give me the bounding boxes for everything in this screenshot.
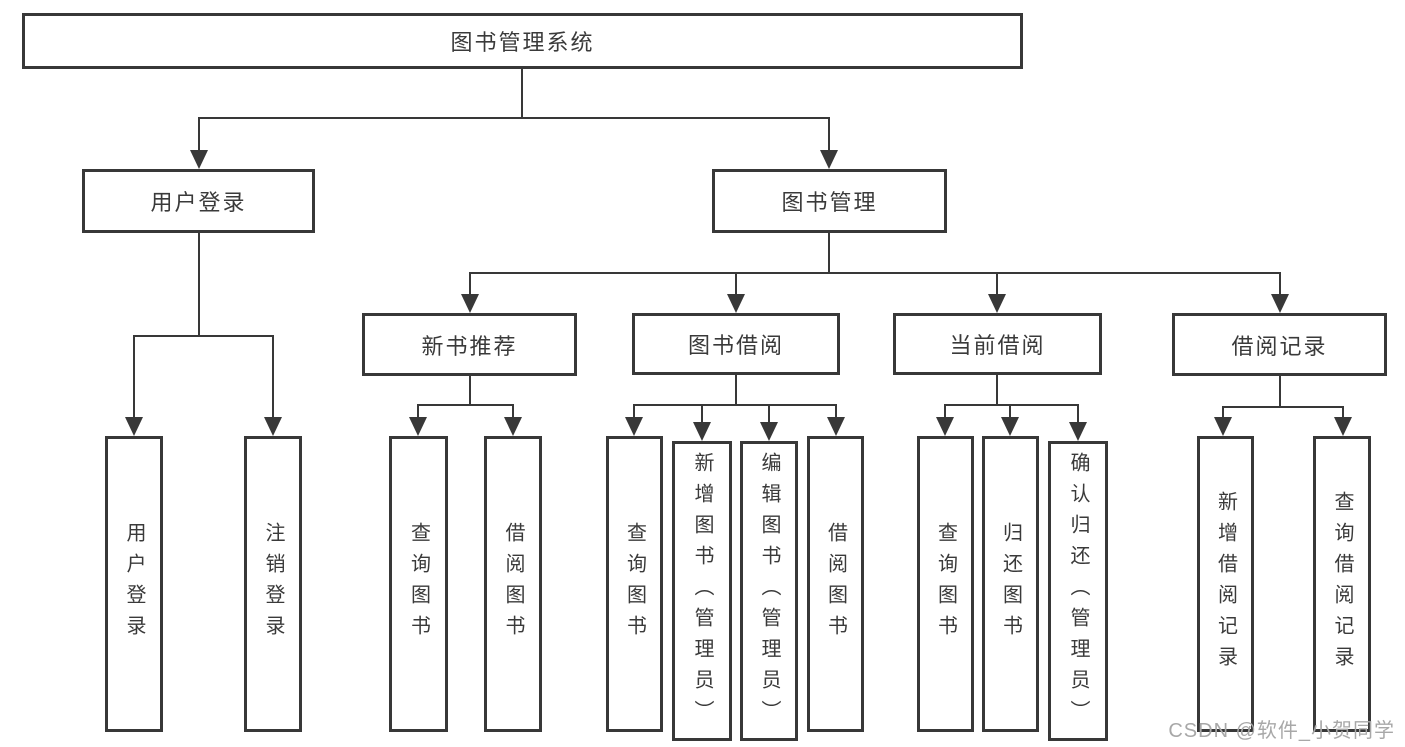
edge-current-borrowing-stem <box>996 375 998 406</box>
edge-root-stem <box>521 69 523 118</box>
arrowhead-down-icon <box>625 417 643 436</box>
node-label: 新书推荐 <box>421 333 518 359</box>
node-label: 图书管理系统 <box>450 30 595 55</box>
edge-drop-rec-query <box>417 404 419 420</box>
leaf-query-borrow-record: 查询借阅记录 <box>1313 436 1371 732</box>
node-book-management: 图书管理 <box>712 169 947 233</box>
arrowhead-down-icon <box>409 417 427 436</box>
node-book-borrowing: 图书借阅 <box>632 313 840 375</box>
node-label: 归还图书 <box>999 522 1022 646</box>
edge-user-login-bus <box>133 335 274 337</box>
edge-drop-bb-borrow <box>835 404 837 420</box>
edge-borrowing-records-bus <box>1222 406 1344 408</box>
edge-book-management-stem <box>828 233 830 274</box>
edge-level3-bus <box>469 272 1281 274</box>
edge-drop-leaf-logout <box>272 335 274 420</box>
arrowhead-down-icon <box>988 294 1006 313</box>
edge-book-borrowing-stem <box>735 375 737 406</box>
edge-drop-user-login <box>198 117 200 153</box>
arrowhead-down-icon <box>504 417 522 436</box>
arrowhead-down-icon <box>727 294 745 313</box>
node-label: 当前借阅 <box>949 333 1046 358</box>
edge-drop-leaf-user-login <box>133 335 135 420</box>
edge-borrowing-records-stem <box>1279 376 1281 408</box>
leaf-user-login: 用户登录 <box>105 436 163 732</box>
edge-book-borrowing-bus <box>633 404 837 406</box>
edge-drop-bb-query <box>633 404 635 420</box>
node-borrowing-records: 借阅记录 <box>1172 313 1387 376</box>
edge-new-book-rec-stem <box>469 376 471 406</box>
node-library-management-system: 图书管理系统 <box>22 13 1023 69</box>
edge-new-book-rec-bus <box>417 404 514 406</box>
leaf-edit-book-admin: 编辑图书（管理员） <box>740 441 798 741</box>
arrowhead-down-icon <box>1001 417 1019 436</box>
leaf-borrow-books-recommendation: 借阅图书 <box>484 436 542 732</box>
arrowhead-down-icon <box>264 417 282 436</box>
leaf-confirm-return-admin: 确认归还（管理员） <box>1048 441 1108 741</box>
node-current-borrowing: 当前借阅 <box>893 313 1102 375</box>
leaf-return-books: 归还图书 <box>982 436 1039 732</box>
node-label: 查询图书 <box>407 522 430 646</box>
node-label: 注销登录 <box>262 522 284 646</box>
edge-drop-cb-query <box>944 404 946 420</box>
edge-drop-cb-return <box>1009 404 1011 420</box>
edge-drop-new-book-rec <box>469 272 471 297</box>
node-label: 编辑图书（管理员） <box>758 451 780 731</box>
arrowhead-down-icon <box>820 150 838 169</box>
arrowhead-down-icon <box>461 294 479 313</box>
edge-level2-bus <box>198 117 830 119</box>
leaf-query-books-borrowing: 查询图书 <box>606 436 663 732</box>
leaf-query-books-current: 查询图书 <box>917 436 974 732</box>
node-label: 查询图书 <box>934 522 957 646</box>
node-label: 确认归还（管理员） <box>1067 451 1089 731</box>
arrowhead-down-icon <box>1271 294 1289 313</box>
arrowhead-down-icon <box>1069 422 1087 441</box>
edge-drop-cb-confirm <box>1077 404 1079 422</box>
edge-drop-bb-add <box>701 404 703 422</box>
node-label: 用户登录 <box>123 522 145 646</box>
csdn-watermark: CSDN @软件_小贺同学 <box>1168 720 1395 742</box>
arrowhead-down-icon <box>1334 417 1352 436</box>
arrowhead-down-icon <box>693 422 711 441</box>
leaf-logout: 注销登录 <box>244 436 302 732</box>
edge-drop-current-borrowing <box>996 272 998 297</box>
leaf-borrow-books-borrowing: 借阅图书 <box>807 436 864 732</box>
node-label: 查询借阅记录 <box>1331 491 1353 677</box>
edge-drop-br-query <box>1342 406 1344 420</box>
node-label: 图书借阅 <box>687 333 784 358</box>
edge-drop-rec-borrow <box>512 404 514 420</box>
leaf-add-borrow-record: 新增借阅记录 <box>1197 436 1254 732</box>
edge-drop-book-borrowing <box>735 272 737 297</box>
leaf-query-books-recommendation: 查询图书 <box>389 436 448 732</box>
node-label: 新增借阅记录 <box>1214 491 1237 677</box>
edge-drop-bb-edit <box>768 404 770 422</box>
node-label: 查询图书 <box>623 522 646 646</box>
leaf-add-book-admin: 新增图书（管理员） <box>672 441 732 741</box>
arrowhead-down-icon <box>936 417 954 436</box>
edge-drop-book-management <box>828 117 830 153</box>
node-label: 借阅记录 <box>1231 333 1328 359</box>
arrowhead-down-icon <box>190 150 208 169</box>
edge-user-login-stem <box>198 233 200 337</box>
node-new-book-recommendation: 新书推荐 <box>362 313 577 376</box>
node-label: 借阅图书 <box>502 522 524 646</box>
arrowhead-down-icon <box>827 417 845 436</box>
node-user-login: 用户登录 <box>82 169 315 233</box>
node-label: 用户登录 <box>150 190 247 215</box>
edge-drop-br-add <box>1222 406 1224 420</box>
node-label: 图书管理 <box>781 190 878 215</box>
arrowhead-down-icon <box>1214 417 1232 436</box>
arrowhead-down-icon <box>760 422 778 441</box>
arrowhead-down-icon <box>125 417 143 436</box>
edge-drop-borrowing-records <box>1279 272 1281 297</box>
node-label: 借阅图书 <box>824 522 847 646</box>
node-label: 新增图书（管理员） <box>691 451 713 731</box>
edge-current-borrowing-bus <box>944 404 1079 406</box>
